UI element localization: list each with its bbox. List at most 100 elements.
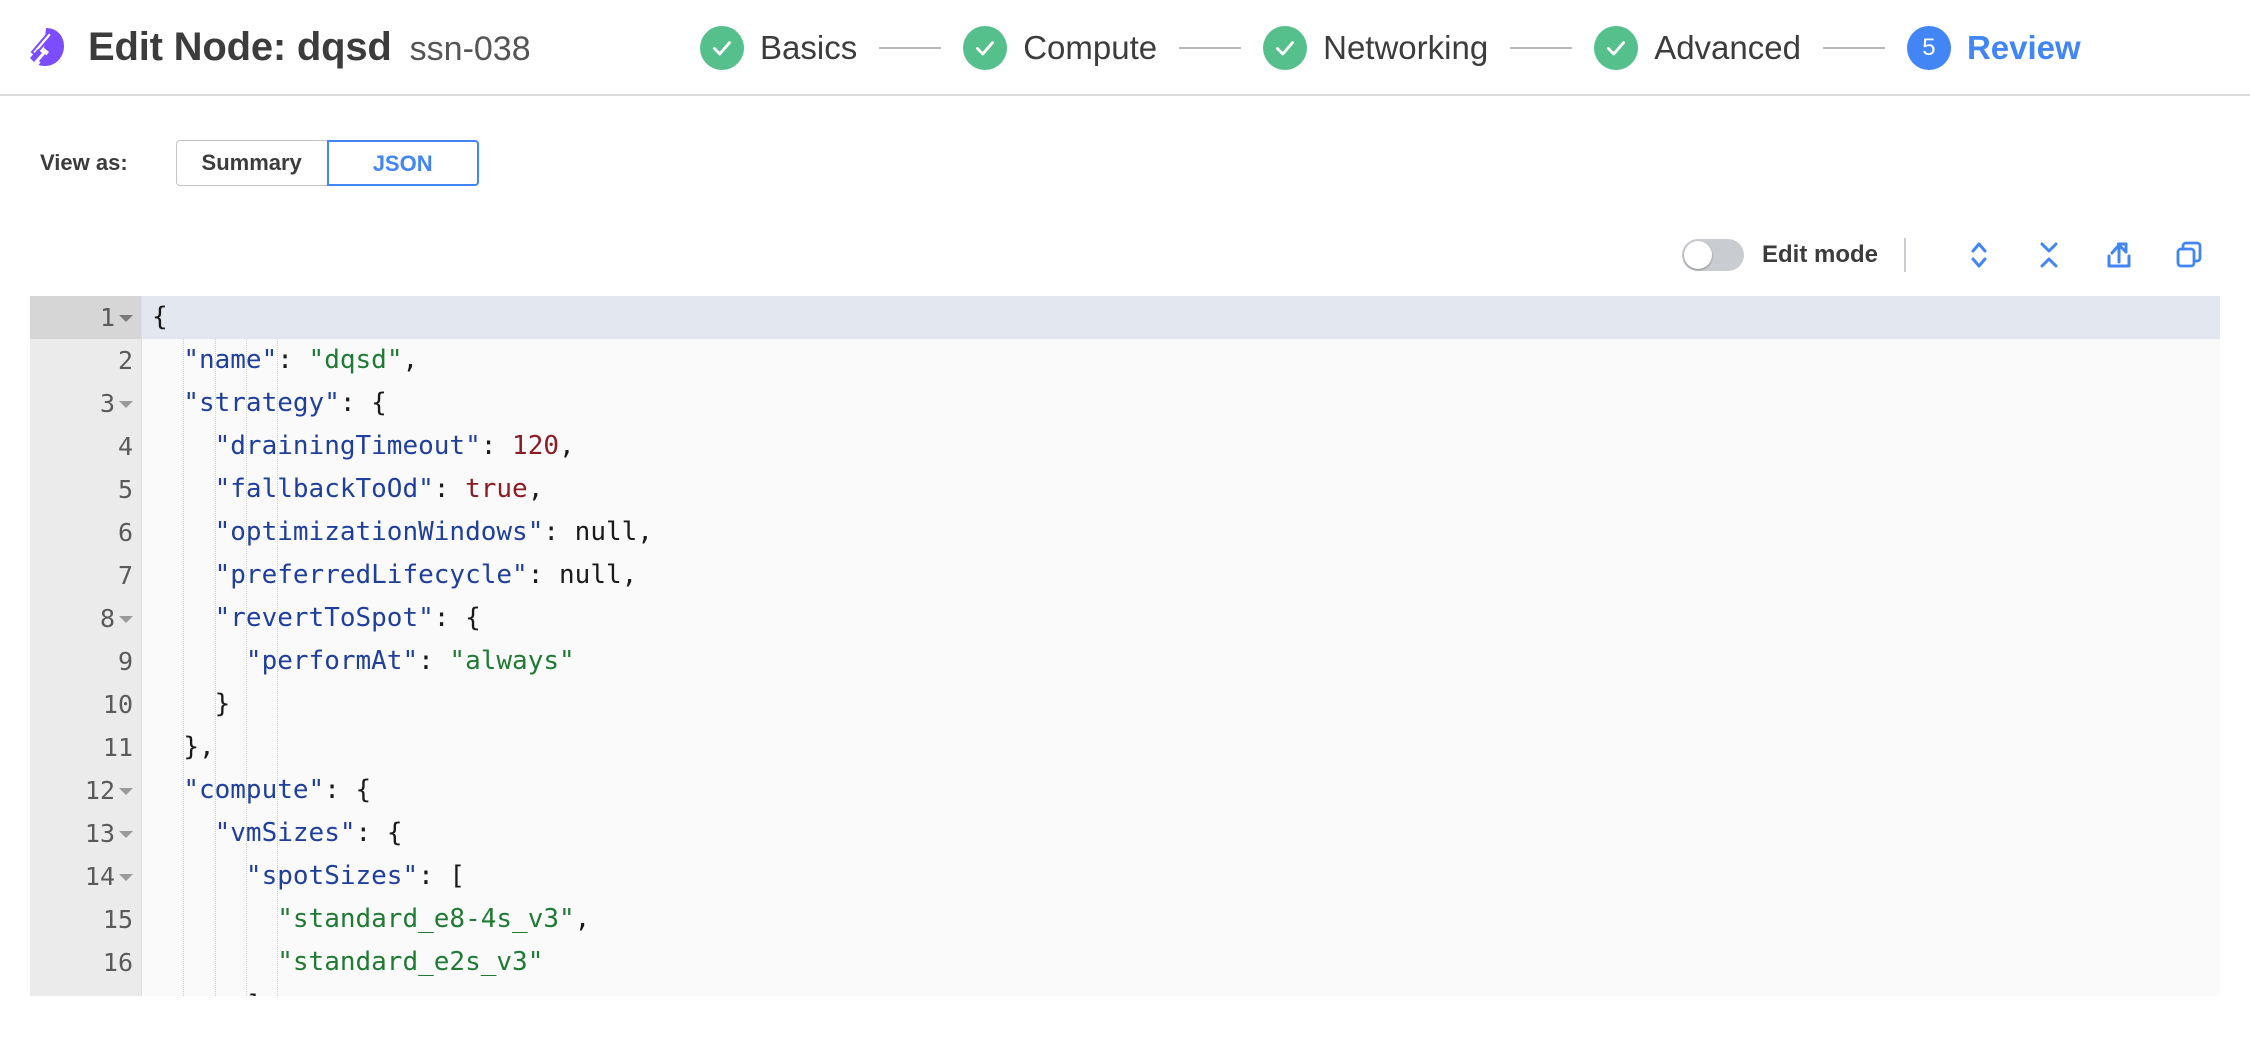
header-title-group: Edit Node: dqsd ssn-038 <box>88 25 531 70</box>
json-token-punc: : <box>527 560 560 590</box>
json-token-punc: , <box>527 474 544 504</box>
line-number: 9 <box>117 647 133 676</box>
code-line[interactable]: "compute": { <box>142 769 2220 812</box>
json-editor[interactable]: 1234567891011121314151617 { "name": "dqs… <box>30 296 2220 996</box>
view-as-summary-button[interactable]: Summary <box>175 140 328 186</box>
code-line[interactable]: "vmSizes": { <box>142 812 2220 855</box>
line-number: 2 <box>117 346 133 375</box>
collapse-all-icon[interactable] <box>2026 235 2072 275</box>
json-token-punc: : { <box>339 388 387 418</box>
code-line[interactable]: "standard_e2s_v3" <box>142 941 2220 984</box>
expand-all-icon[interactable] <box>1956 235 2002 275</box>
json-token-punc: , <box>621 560 638 590</box>
code-line[interactable]: "performAt": "always" <box>142 640 2220 683</box>
code-line[interactable]: "standard_e8-4s_v3", <box>142 898 2220 941</box>
step-networking[interactable]: Networking <box>1263 26 1488 70</box>
json-token-null: null <box>574 517 638 547</box>
json-token-num: 120 <box>512 431 560 461</box>
toolbar-divider <box>1904 238 1906 272</box>
fold-arrow-icon[interactable] <box>119 314 133 322</box>
step-advanced[interactable]: Advanced <box>1594 26 1801 70</box>
code-line[interactable]: "revertToSpot": { <box>142 597 2220 640</box>
json-token-punc: : <box>543 517 575 547</box>
json-token-punc: : <box>418 646 450 676</box>
code-line[interactable]: "drainingTimeout": 120, <box>142 425 2220 468</box>
edit-mode-toggle-knob <box>1683 241 1712 269</box>
json-token-key: "fallbackToOd" <box>214 474 434 504</box>
step-connector <box>1822 47 1885 49</box>
step-connector <box>1179 47 1242 49</box>
export-icon[interactable] <box>2096 235 2142 275</box>
json-token-punc: , <box>402 345 419 375</box>
fold-arrow-icon[interactable] <box>119 873 133 881</box>
line-number: 8 <box>30 597 141 640</box>
code-area[interactable]: { "name": "dqsd", "strategy": { "drainin… <box>142 296 2220 996</box>
json-token-str: "always" <box>449 646 575 676</box>
code-line[interactable]: "spotSizes": [ <box>142 855 2220 898</box>
json-token-key: "preferredLifecycle" <box>214 560 528 590</box>
json-token-punc: , <box>559 431 575 461</box>
json-token-punc: ], <box>246 990 277 996</box>
code-line[interactable]: "preferredLifecycle": null, <box>142 554 2220 597</box>
step-connector <box>879 47 942 49</box>
node-id-label: ssn-038 <box>409 29 531 68</box>
view-as-toggle-group: Summary JSON <box>175 140 479 186</box>
line-number: 13 <box>30 812 141 855</box>
step-review-label: Review <box>1966 29 2081 66</box>
json-token-str: "standard_e2s_v3" <box>277 947 544 977</box>
json-token-key: "strategy" <box>183 388 340 418</box>
code-line[interactable]: "optimizationWindows": null, <box>142 511 2220 554</box>
json-token-punc: : <box>277 345 309 375</box>
json-token-key: "name" <box>183 345 278 375</box>
json-token-str: "dqsd" <box>308 345 403 375</box>
wizard-stepper: Basics Compute Networking Advanced <box>700 0 2081 94</box>
step-networking-check-icon <box>1263 26 1308 70</box>
fold-arrow-icon[interactable] <box>119 400 133 408</box>
code-line[interactable]: "strategy": { <box>142 382 2220 425</box>
edit-mode-toggle[interactable] <box>1681 239 1744 271</box>
code-line[interactable]: } <box>142 683 2220 726</box>
code-line[interactable]: "name": "dqsd", <box>142 339 2220 382</box>
indent-guide <box>245 296 247 996</box>
step-compute-label: Compute <box>1023 29 1158 66</box>
step-review-number: 5 <box>1922 34 1936 61</box>
code-line[interactable]: "fallbackToOd": true, <box>142 468 2220 511</box>
step-review-marker: 5 <box>1906 26 1951 70</box>
fold-arrow-icon[interactable] <box>119 830 133 838</box>
json-token-punc: , <box>574 904 591 934</box>
json-token-bool: true <box>465 474 528 504</box>
indent-guide <box>214 296 216 996</box>
json-token-punc: , <box>637 517 653 547</box>
page-title: Edit Node: dqsd <box>88 24 392 69</box>
json-token-key: "performAt" <box>245 646 419 676</box>
editor-toolbar: Edit mode <box>0 232 2250 278</box>
copy-icon[interactable] <box>2166 235 2212 275</box>
json-token-punc: : { <box>324 775 372 805</box>
code-line[interactable]: }, <box>142 726 2220 769</box>
step-basics[interactable]: Basics <box>700 26 857 70</box>
step-compute[interactable]: Compute <box>963 26 1157 70</box>
json-token-punc: }, <box>183 732 215 762</box>
view-as-json-button[interactable]: JSON <box>326 140 479 186</box>
line-number: 12 <box>30 769 141 812</box>
step-review[interactable]: 5 Review <box>1906 26 2081 70</box>
code-line[interactable]: ], <box>142 984 2220 996</box>
code-line[interactable]: { <box>142 296 2220 339</box>
line-number-gutter: 1234567891011121314151617 <box>30 296 142 996</box>
json-token-punc: : { <box>433 603 481 633</box>
fold-arrow-icon[interactable] <box>119 787 133 795</box>
json-token-key: "spotSizes" <box>245 861 419 891</box>
json-token-key: "drainingTimeout" <box>214 431 481 461</box>
step-connector <box>1510 47 1573 49</box>
line-number: 10 <box>102 690 133 719</box>
spot-rocket-logo <box>30 28 64 66</box>
json-token-punc: } <box>214 689 231 719</box>
step-basics-label: Basics <box>760 29 858 66</box>
json-token-punc: { <box>152 302 168 332</box>
json-token-punc: : [ <box>418 861 466 891</box>
line-number: 4 <box>117 432 133 461</box>
line-number: 5 <box>117 475 133 504</box>
step-advanced-check-icon <box>1594 26 1639 70</box>
indent-guide <box>277 296 279 996</box>
fold-arrow-icon[interactable] <box>119 615 133 623</box>
